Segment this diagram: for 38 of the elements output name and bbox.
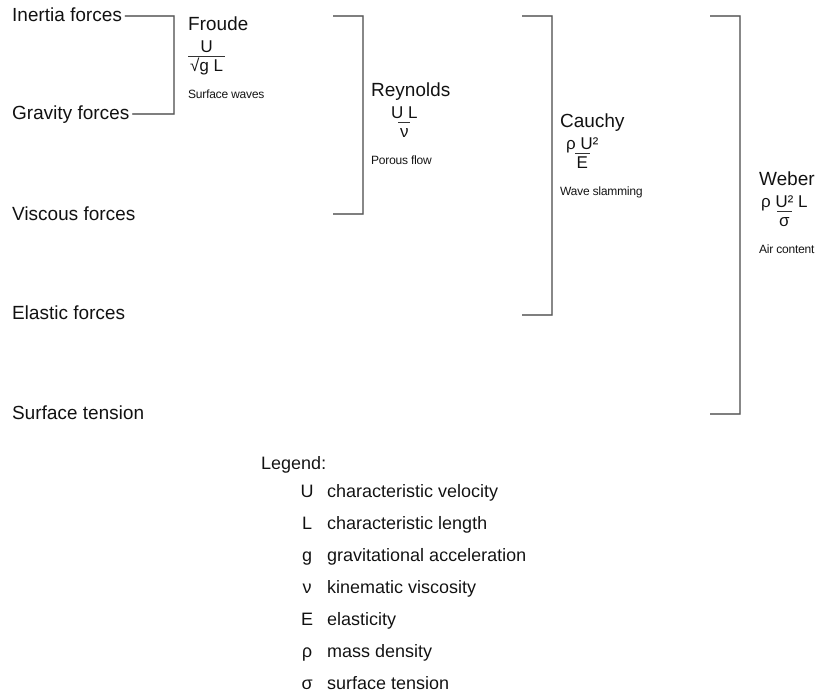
symbol: ρ (300, 640, 314, 663)
formula-denominator: ν (398, 122, 410, 141)
application-note: Air content (759, 242, 814, 256)
legend-heading: Legend: (261, 452, 328, 475)
force-label: Gravity forces (12, 102, 130, 126)
formula-denominator: E (574, 153, 590, 172)
formula-numerator: ρ U² (565, 135, 600, 153)
symbol-description: surface tension (327, 672, 450, 694)
formula-denominator: σ (777, 211, 792, 230)
symbol-description: elasticity (327, 608, 396, 631)
number-name: Froude (188, 14, 248, 36)
force-label: Elastic forces (12, 302, 125, 326)
symbol-description: mass density (327, 640, 432, 663)
symbol-description: kinematic viscosity (327, 576, 476, 599)
connector-line (124, 15, 175, 58)
symbol-description: characteristic length (327, 512, 488, 535)
symbol-description: gravitational acceleration (327, 544, 526, 567)
symbol: U (300, 480, 314, 502)
application-note: Wave slamming (560, 184, 642, 198)
force-label: Surface tension (12, 402, 144, 426)
force-label: Viscous forces (12, 203, 136, 227)
symbol: g (300, 544, 313, 567)
formula-numerator: U (199, 38, 214, 56)
formula-numerator: U L (390, 104, 418, 122)
symbol-description: characteristic velocity (327, 480, 498, 503)
formula-numerator: ρ U² L (760, 193, 809, 211)
symbol: σ (300, 672, 314, 694)
symbol: E (300, 608, 314, 630)
connector-line (132, 58, 175, 115)
force-label: Inertia forces (12, 4, 122, 28)
number-name: Cauchy (560, 111, 624, 133)
symbol: L (300, 512, 313, 534)
formula-denominator: √g L (188, 56, 225, 75)
number-name: Weber (759, 169, 815, 191)
symbol: ν (302, 576, 312, 598)
application-note: Porous flow (371, 153, 432, 167)
number-name: Reynolds (371, 80, 450, 102)
application-note: Surface waves (188, 87, 264, 101)
